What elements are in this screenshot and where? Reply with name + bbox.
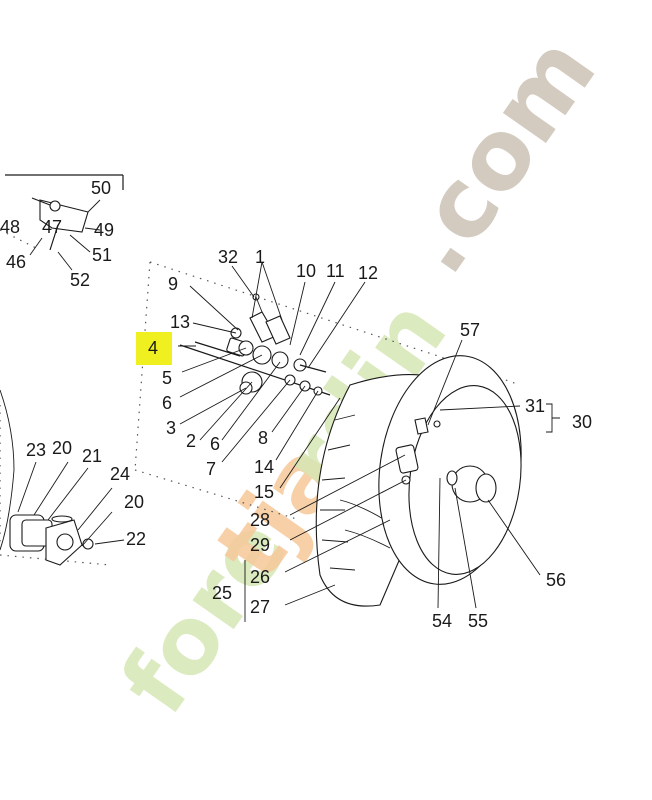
label-51: 51 <box>92 245 112 265</box>
label-48: 48 <box>0 217 20 237</box>
label-27: 27 <box>250 597 270 617</box>
label-22: 22 <box>126 529 146 549</box>
label-8: 8 <box>258 428 268 448</box>
label-47: 47 <box>42 217 62 237</box>
label-3: 3 <box>166 418 176 438</box>
hub-assembly-left <box>0 389 125 566</box>
label-21: 21 <box>82 446 102 466</box>
label-20-bottom: 20 <box>124 492 144 512</box>
label-54: 54 <box>432 611 452 631</box>
assembly-frames <box>0 229 521 566</box>
label-26: 26 <box>250 567 270 587</box>
label-46: 46 <box>6 252 26 272</box>
label-52: 52 <box>70 270 90 290</box>
label-25: 25 <box>212 583 232 603</box>
label-23: 23 <box>26 440 46 460</box>
highlight-box <box>136 332 172 365</box>
label-49: 49 <box>94 220 114 240</box>
label-15: 15 <box>254 482 274 502</box>
axle-hardware <box>179 293 331 396</box>
label-6-right: 6 <box>210 434 220 454</box>
leader-lines <box>178 261 560 622</box>
label-24: 24 <box>110 464 130 484</box>
wheel-tire <box>315 355 522 607</box>
label-50: 50 <box>91 178 111 198</box>
inset-top-left <box>5 174 124 271</box>
label-1: 1 <box>255 247 265 267</box>
label-2: 2 <box>186 431 196 451</box>
label-29: 29 <box>250 535 270 555</box>
label-56: 56 <box>546 570 566 590</box>
label-4: 4 <box>148 338 158 358</box>
label-57: 57 <box>460 320 480 340</box>
part-labels: 50 48 47 49 46 51 52 32 1 9 10 11 12 13 … <box>0 178 592 631</box>
label-6-left: 6 <box>162 393 172 413</box>
label-30: 30 <box>572 412 592 432</box>
label-20-top: 20 <box>52 438 72 458</box>
label-13: 13 <box>170 312 190 332</box>
watermark: .com fore tja rdin <box>100 16 617 732</box>
label-5: 5 <box>162 368 172 388</box>
label-28: 28 <box>250 510 270 530</box>
watermark-top: .com <box>377 16 618 293</box>
label-12: 12 <box>358 263 378 283</box>
label-7: 7 <box>206 459 216 479</box>
label-55: 55 <box>468 611 488 631</box>
label-9: 9 <box>168 274 178 294</box>
label-10: 10 <box>296 261 316 281</box>
label-32: 32 <box>218 247 238 267</box>
label-11: 11 <box>326 261 345 281</box>
label-31: 31 <box>525 396 545 416</box>
label-14: 14 <box>254 457 274 477</box>
